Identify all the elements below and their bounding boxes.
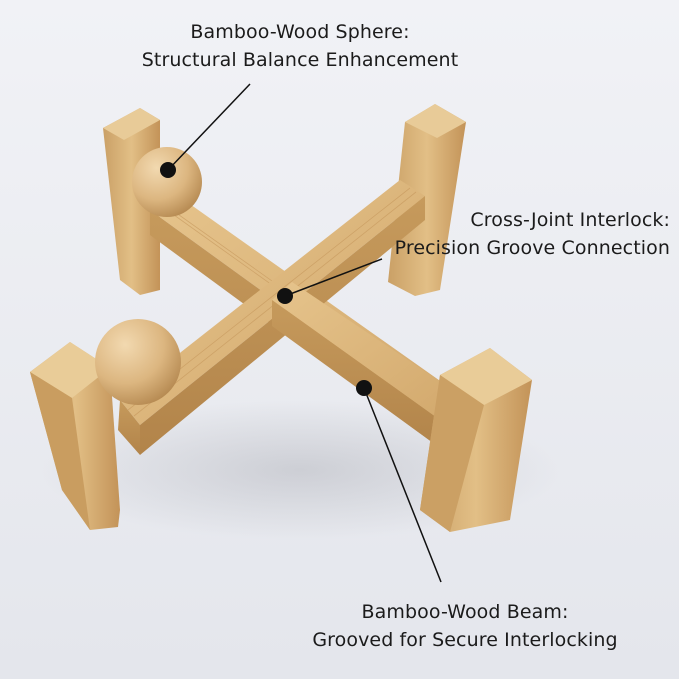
- bamboo-sphere-front: [95, 319, 181, 405]
- beam-marker-dot: [356, 380, 372, 396]
- callout-beam: [356, 380, 442, 583]
- leg-front-left: [30, 342, 120, 530]
- cross-joint-annotation-title: Cross-Joint Interlock:: [470, 209, 670, 231]
- cross-joint-annotation-subtitle: Precision Groove Connection: [394, 237, 670, 259]
- callout-cross-joint: [277, 258, 383, 304]
- sphere-annotation-title: Bamboo-Wood Sphere:: [190, 21, 410, 43]
- beam-annotation-title: Bamboo-Wood Beam:: [361, 601, 569, 623]
- beam-diagonal-a-front: [272, 282, 460, 448]
- cross-joint-annotation: Cross-Joint Interlock: Precision Groove …: [380, 206, 670, 262]
- sphere-marker-dot: [160, 162, 176, 178]
- beam-annotation: Bamboo-Wood Beam: Grooved for Secure Int…: [300, 598, 630, 654]
- sphere-annotation-subtitle: Structural Balance Enhancement: [141, 49, 459, 71]
- sphere-annotation: Bamboo-Wood Sphere: Structural Balance E…: [140, 18, 460, 74]
- beam-annotation-subtitle: Grooved for Secure Interlocking: [312, 629, 618, 651]
- callout-sphere: [160, 83, 251, 178]
- bamboo-sphere-back: [132, 147, 202, 217]
- leg-back-right: [388, 104, 466, 296]
- cross-joint-marker-dot: [277, 288, 293, 304]
- leg-front-right: [420, 348, 532, 532]
